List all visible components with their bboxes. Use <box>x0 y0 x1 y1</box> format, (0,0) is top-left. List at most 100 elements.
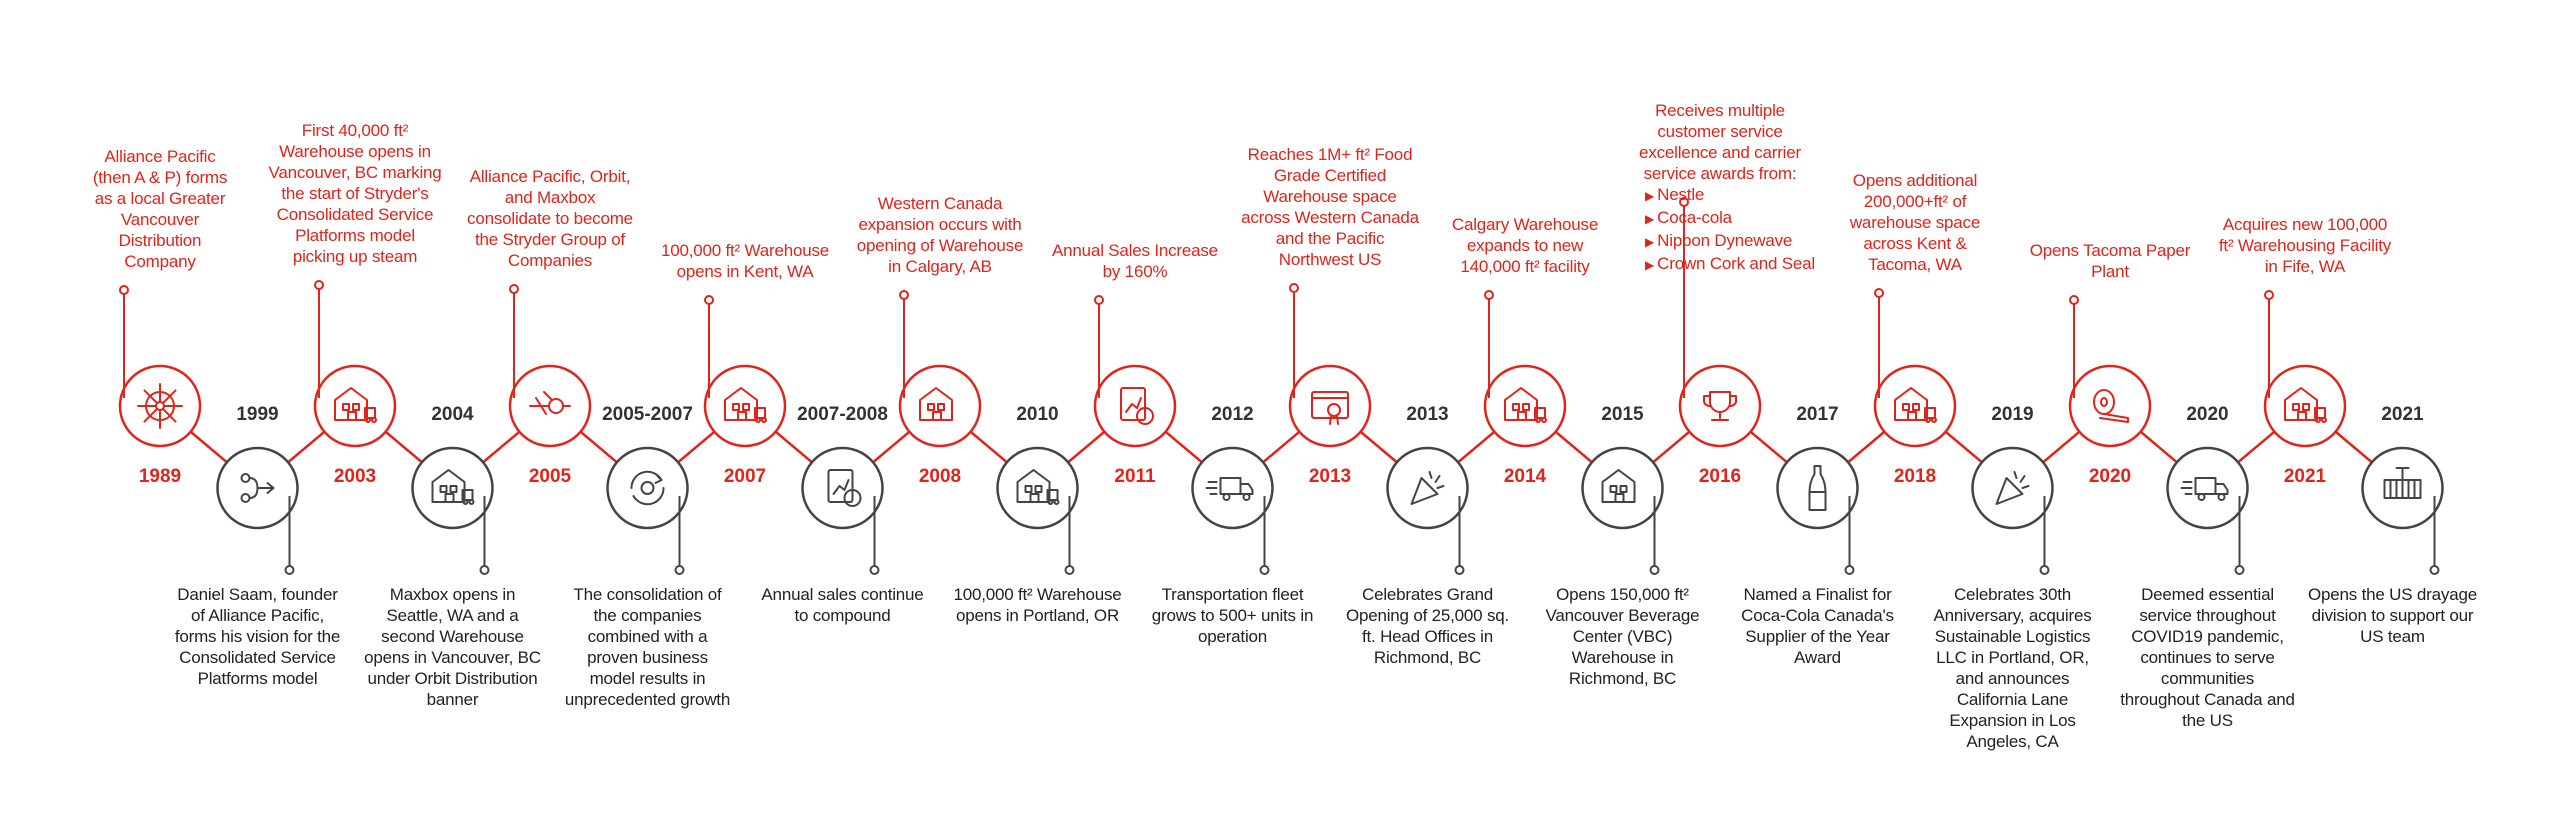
warehouse-truck-icon <box>431 469 475 505</box>
leader-dot <box>2039 565 2050 575</box>
milestone-description: Opens additional 200,000+ft² of warehous… <box>1810 170 2020 275</box>
milestone-description: Calgary Warehouse expands to new 140,000… <box>1420 214 1630 277</box>
milestone-2020 <box>2068 295 2152 448</box>
milestone-node <box>703 364 787 448</box>
milestone-2007-2008 <box>801 446 884 575</box>
milestone-2007 <box>703 295 787 448</box>
storefront-truck-icon <box>1504 387 1547 423</box>
milestone-year: 2021 <box>2381 404 2424 425</box>
milestone-text: Alliance Pacific, Orbit, and Maxbox cons… <box>467 167 633 270</box>
steering-wheel-network-icon <box>137 383 183 429</box>
milestone-text: Western Canada expansion occurs with ope… <box>856 194 1024 276</box>
leader-dot <box>479 565 490 575</box>
milestone-description: Opens Tacoma Paper Plant <box>2005 240 2215 282</box>
container-icon <box>2383 467 2422 499</box>
leader-dot <box>119 285 129 295</box>
milestone-year: 2004 <box>431 404 474 425</box>
milestone-node <box>118 364 202 448</box>
bottle-icon <box>1808 465 1827 511</box>
milestone-node <box>313 364 397 448</box>
milestone-year: 2020 <box>2088 466 2132 487</box>
milestone-2012 <box>1191 446 1274 575</box>
leader-dot <box>1844 565 1855 575</box>
milestone-node <box>2166 446 2249 530</box>
milestone-text: Opens Tacoma Paper Plant <box>2029 241 2191 281</box>
fast-truck-icon <box>1205 477 1254 501</box>
bullet-arrow-icon: ▶ <box>1645 258 1658 272</box>
leader-dot <box>1259 565 1270 575</box>
milestone-year: 2021 <box>2283 466 2327 487</box>
milestone-year: 2003 <box>333 466 377 487</box>
milestone-node <box>606 446 689 530</box>
leader-dot <box>1064 565 1075 575</box>
milestone-text: 100,000 ft² Warehouse opens in Portland,… <box>953 585 1122 625</box>
milestone-year: 2007-2008 <box>797 404 888 425</box>
sales-increase-icon <box>1120 387 1154 425</box>
milestone-year: 1989 <box>138 466 182 487</box>
milestone-2011 <box>1093 295 1177 448</box>
milestone-2004 <box>411 446 494 575</box>
milestone-text: Annual sales continue to compound <box>761 585 924 625</box>
milestone-year: 2005-2007 <box>602 404 693 425</box>
warehouse-truck-icon <box>2284 387 2327 423</box>
milestone-text: Maxbox opens in Seattle, WA and a second… <box>364 585 541 709</box>
leader-dot <box>1874 288 1884 298</box>
milestone-year: 2013 <box>1308 466 1352 487</box>
leader-dot <box>1454 565 1465 575</box>
milestone-node <box>1581 446 1664 530</box>
milestone-2013 <box>1288 283 1372 448</box>
milestone-description: Daniel Saam, founder of Alliance Pacific… <box>153 584 363 689</box>
milestone-2021 <box>2361 446 2444 575</box>
leader-dot <box>314 280 324 290</box>
award-item: ▶ Nestle <box>1645 185 1705 204</box>
milestone-text: Annual Sales Increase by 160% <box>1052 241 1218 281</box>
milestone-text: Alliance Pacific (then A & P) forms as a… <box>92 147 228 271</box>
milestone-2010 <box>996 446 1079 575</box>
milestone-2021 <box>2263 290 2347 448</box>
milestone-node <box>898 364 982 448</box>
milestone-text: Opens additional 200,000+ft² of warehous… <box>1849 171 1981 274</box>
milestone-year: 2008 <box>918 466 962 487</box>
plug-connect-icon <box>529 391 571 415</box>
milestone-2017 <box>1776 446 1859 575</box>
milestone-year: 2019 <box>1991 404 2034 425</box>
milestone-node <box>1191 446 1274 530</box>
milestone-year: 2017 <box>1796 404 1839 425</box>
milestone-description: Alliance Pacific (then A & P) forms as a… <box>55 146 265 272</box>
milestone-description: 100,000 ft² Warehouse opens in Portland,… <box>933 584 1143 626</box>
leader-dot <box>1679 197 1689 207</box>
leader-dot <box>869 565 880 575</box>
milestone-text: First 40,000 ft² Warehouse opens in Vanc… <box>268 121 442 266</box>
anniversary-icon <box>1995 471 2030 505</box>
milestone-2019 <box>1971 446 2054 575</box>
celebration-icon <box>1410 471 1445 505</box>
milestone-description: The consolidation of the companies combi… <box>543 584 753 710</box>
milestone-2005-2007 <box>606 446 689 575</box>
milestone-description: 100,000 ft² Warehouse opens in Kent, WA <box>640 240 850 282</box>
milestone-description: Opens 150,000 ft² Vancouver Beverage Cen… <box>1518 584 1728 689</box>
milestone-description: Annual sales continue to compound <box>738 584 948 626</box>
warehouse-truck-icon <box>1016 469 1060 505</box>
award-item: ▶ Nippon Dynewave <box>1645 231 1793 250</box>
leader-dot <box>704 295 714 305</box>
milestone-description: Annual Sales Increase by 160% <box>1030 240 1240 282</box>
milestone-node <box>2068 364 2152 448</box>
milestone-description: Western Canada expansion occurs with ope… <box>835 193 1045 277</box>
milestone-text: 100,000 ft² Warehouse opens in Kent, WA <box>660 241 830 281</box>
award-item: ▶ Crown Cork and Seal <box>1645 254 1815 273</box>
leader-dot <box>1289 283 1299 293</box>
milestone-text: Celebrates Grand Opening of 25,000 sq. f… <box>1345 585 1510 667</box>
leader-dot <box>284 565 295 575</box>
milestone-node <box>1776 446 1859 530</box>
milestone-node <box>1386 446 1469 530</box>
milestone-2016 <box>1678 197 1762 448</box>
leader-dot <box>2429 565 2440 575</box>
milestone-year: 2007 <box>723 466 767 487</box>
milestone-description: Celebrates Grand Opening of 25,000 sq. f… <box>1323 584 1533 668</box>
milestone-2008 <box>898 290 982 448</box>
arrow-branch-icon <box>240 473 275 503</box>
bullet-arrow-icon: ▶ <box>1645 212 1658 226</box>
milestone-text: Transportation fleet grows to 500+ units… <box>1151 585 1314 646</box>
milestone-node <box>996 446 1079 530</box>
